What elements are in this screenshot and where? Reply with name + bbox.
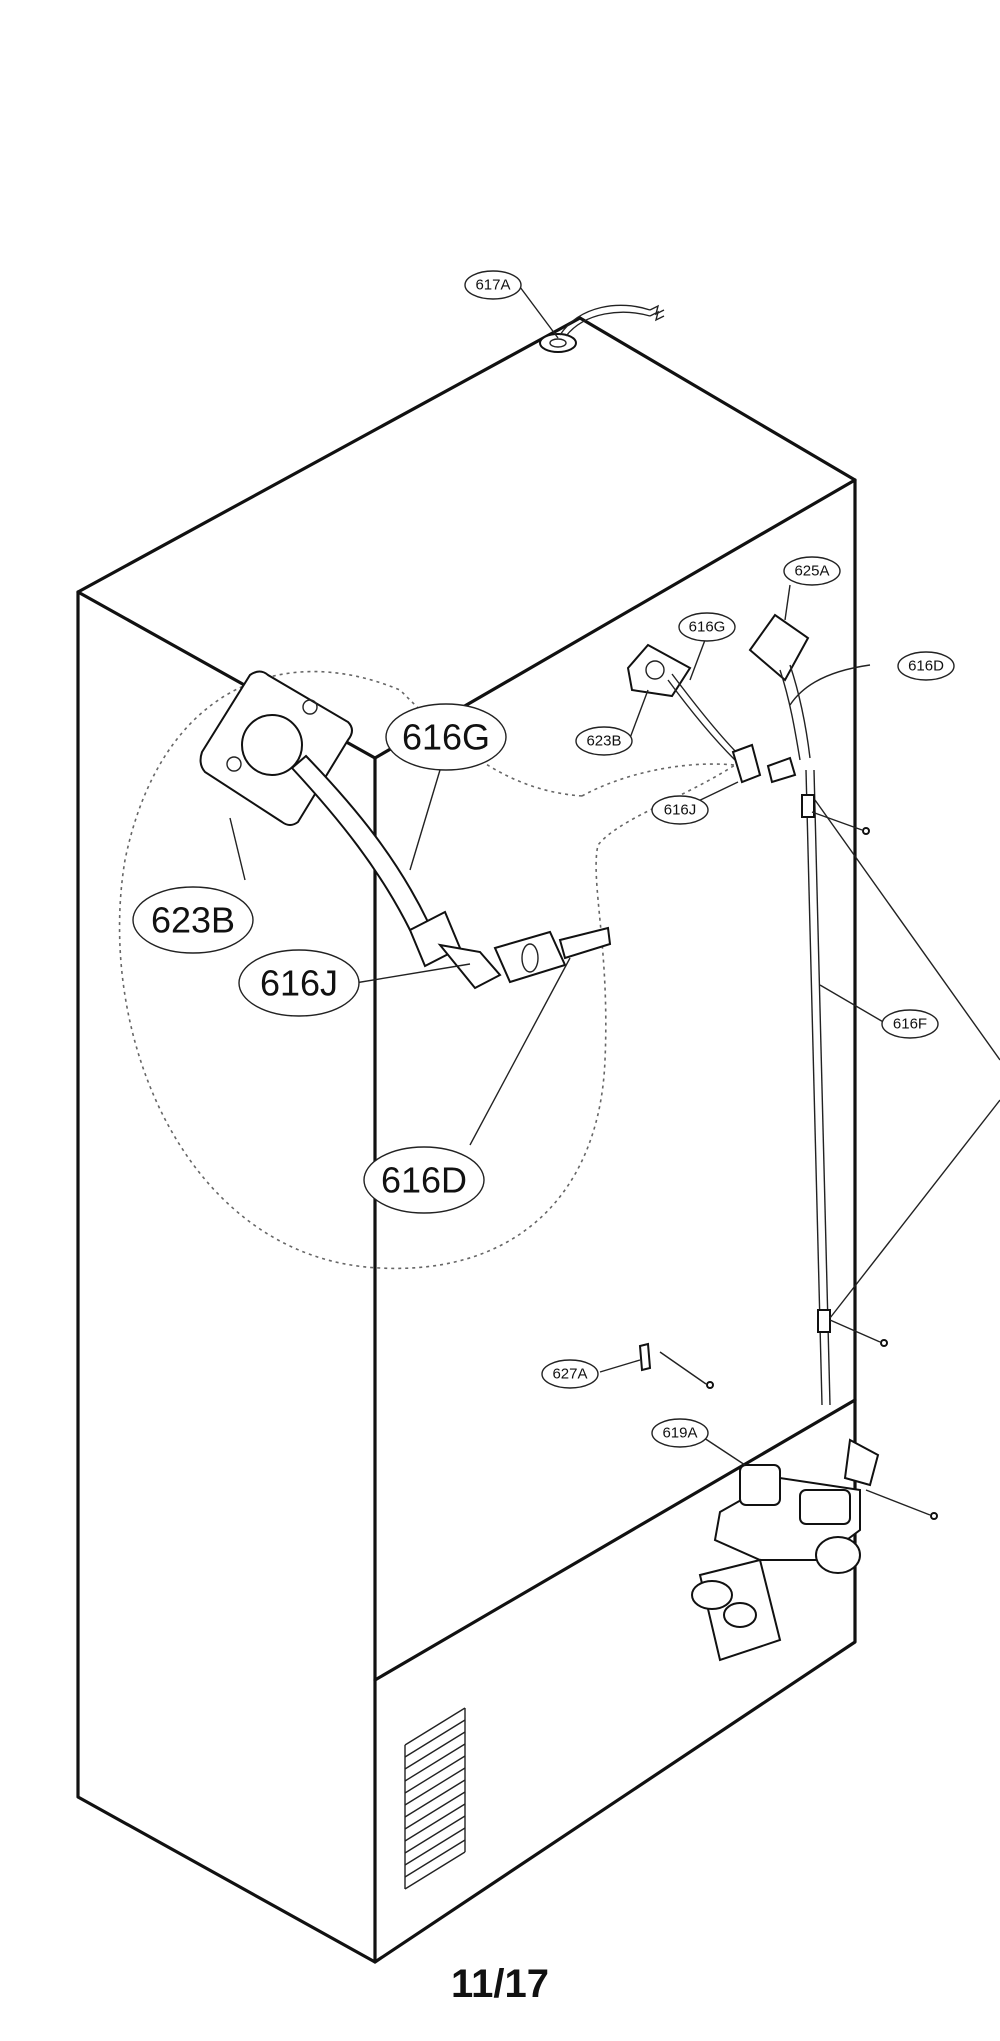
callout-616d-big: 616D <box>363 1146 485 1214</box>
water-valve-619a <box>691 1438 880 1662</box>
detail-616j-connector <box>408 910 567 990</box>
callout-625a: 625A <box>783 556 841 586</box>
svg-text:619A: 619A <box>662 1425 697 1442</box>
svg-text:616D: 616D <box>381 1160 467 1201</box>
detail-616g-tube <box>290 754 430 932</box>
cabinet-outline <box>76 316 857 1964</box>
leader-lines <box>229 286 1000 1466</box>
vent-grille <box>404 1707 466 1890</box>
svg-text:627A: 627A <box>552 1366 587 1383</box>
callout-616d-small: 616D <box>897 651 955 681</box>
svg-text:616J: 616J <box>260 963 338 1004</box>
svg-text:616J: 616J <box>664 802 697 819</box>
page-number: 11/17 <box>451 1962 549 2006</box>
svg-text:625A: 625A <box>794 563 829 580</box>
callout-616j-big: 616J <box>238 949 360 1017</box>
svg-text:616G: 616G <box>689 619 726 636</box>
svg-text:616D: 616D <box>908 658 944 675</box>
svg-text:623B: 623B <box>151 900 235 941</box>
detail-magnifier <box>118 670 736 1270</box>
callout-623b-small: 623B <box>575 726 633 756</box>
callout-616f: 616F <box>881 1009 939 1039</box>
line-616f <box>801 769 831 1406</box>
callout-617a: 617A <box>464 270 522 300</box>
bracket-623b <box>626 643 692 698</box>
callout-627a: 627A <box>541 1359 599 1389</box>
callout-616j-small: 616J <box>651 795 709 825</box>
svg-text:617A: 617A <box>475 277 510 294</box>
detail-616d-line <box>558 926 612 960</box>
grommet-617a <box>539 304 665 353</box>
callout-616g-small: 616G <box>678 612 736 642</box>
screws <box>811 811 938 1520</box>
svg-text:616F: 616F <box>893 1016 927 1033</box>
connector-616j <box>731 743 797 784</box>
screw-627a <box>638 1342 714 1389</box>
callout-623b-big: 623B <box>132 886 254 954</box>
callout-619a: 619A <box>651 1418 709 1448</box>
callout-616g-big: 616G <box>385 703 507 771</box>
filter-head-625a <box>748 613 811 761</box>
tube-616g <box>667 673 741 761</box>
svg-text:623B: 623B <box>586 733 621 750</box>
svg-text:616G: 616G <box>402 717 490 758</box>
